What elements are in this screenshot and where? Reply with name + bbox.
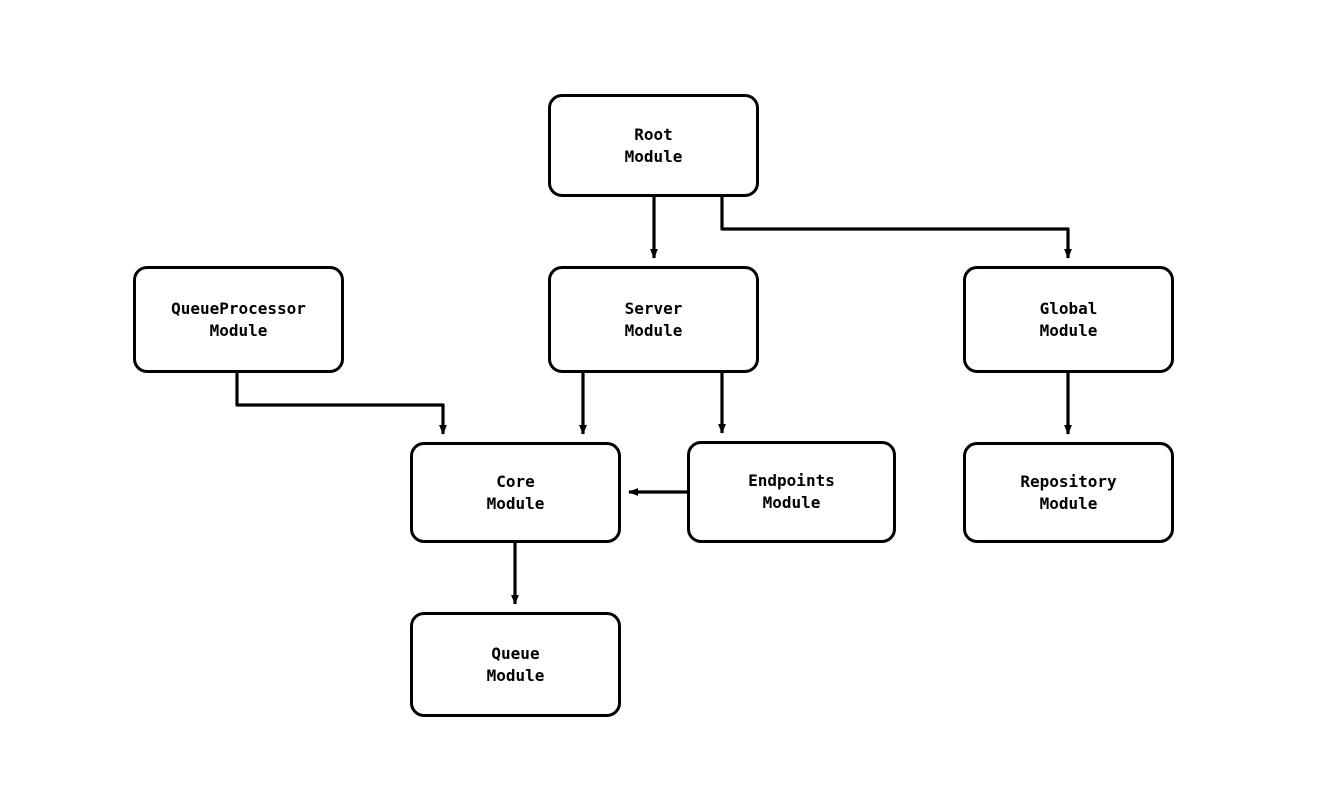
node-queue-module-label: Queue Module <box>486 643 545 685</box>
node-repository-module-label: Repository Module <box>1020 471 1117 513</box>
node-root-module-label: Root Module <box>624 124 683 166</box>
node-endpoints-module-label: Endpoints Module <box>748 471 835 512</box>
node-server-module[interactable]: Server Module <box>548 266 759 373</box>
node-server-module-label: Server Module <box>624 298 683 340</box>
node-core-module[interactable]: Core Module <box>410 442 621 543</box>
node-queue-module[interactable]: Queue Module <box>410 612 621 717</box>
node-global-module[interactable]: Global Module <box>963 266 1174 373</box>
node-global-module-label: Global Module <box>1039 298 1098 340</box>
node-root-module[interactable]: Root Module <box>548 94 759 197</box>
edge-queueprocessor-to-core <box>235 373 447 435</box>
edge-root-to-global <box>720 197 1072 259</box>
node-repository-module[interactable]: Repository Module <box>963 442 1174 543</box>
node-core-module-label: Core Module <box>486 471 545 513</box>
node-endpoints-module[interactable]: Endpoints Module <box>687 441 896 543</box>
node-queueprocessor-module[interactable]: QueueProcessor Module <box>133 266 344 373</box>
node-queueprocessor-module-label: QueueProcessor Module <box>171 298 306 340</box>
